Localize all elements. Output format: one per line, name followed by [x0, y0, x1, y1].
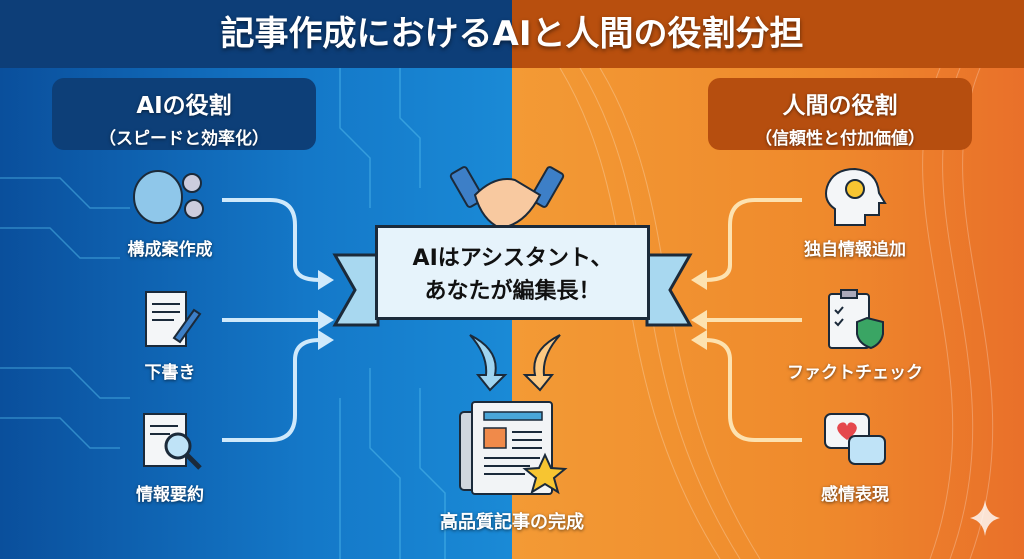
banner-line-2: あなたが編集長！ — [424, 279, 601, 304]
page-title: 記事作成におけるAIと人間の役割分担 — [220, 14, 804, 54]
ai-item-label: 構成案作成 — [127, 240, 213, 260]
brain-gears-icon — [133, 170, 204, 224]
header-right-band — [512, 0, 1024, 68]
human-role-subtitle: （信頼性と付加価値） — [755, 129, 925, 149]
ai-item-outline: 構成案作成 — [100, 165, 240, 260]
human-item-label: 感情表現 — [821, 485, 889, 505]
ai-item-draft: 下書き — [100, 288, 240, 383]
clipboard-shield-icon — [828, 289, 884, 350]
center-banner: AIはアシスタント、 あなたが編集長！ — [375, 225, 650, 320]
banner-line-1: AIはアシスタント、 — [412, 246, 613, 271]
human-item-emotion: 感情表現 — [785, 410, 925, 505]
human-item-original-info: 独自情報追加 — [785, 165, 925, 260]
ai-item-label: 情報要約 — [136, 485, 204, 505]
ai-role-subtitle: （スピードと効率化） — [99, 129, 269, 149]
ai-role-title: AIの役割 — [136, 93, 232, 119]
chat-heart-icon — [824, 413, 886, 465]
head-lightbulb-icon — [825, 167, 887, 226]
ai-item-summary: 情報要約 — [100, 410, 240, 505]
ai-role-box: AIの役割 （スピードと効率化） — [52, 78, 316, 150]
handshake-icon — [449, 166, 565, 230]
document-pen-icon — [145, 291, 202, 347]
human-item-label: 独自情報追加 — [804, 240, 906, 260]
human-item-label: ファクトチェック — [787, 363, 923, 383]
newspaper-icon — [459, 401, 568, 495]
human-role-title: 人間の役割 — [782, 93, 898, 119]
result-label: 高品質記事の完成 — [440, 512, 584, 533]
document-magnifier-icon — [143, 413, 202, 470]
header-left-band — [0, 0, 512, 68]
sparkle-icon — [970, 500, 1000, 536]
human-item-fact-check: ファクトチェック — [785, 288, 925, 383]
ai-item-label: 下書き — [144, 363, 196, 383]
human-role-box: 人間の役割 （信頼性と付加価値） — [708, 78, 972, 150]
